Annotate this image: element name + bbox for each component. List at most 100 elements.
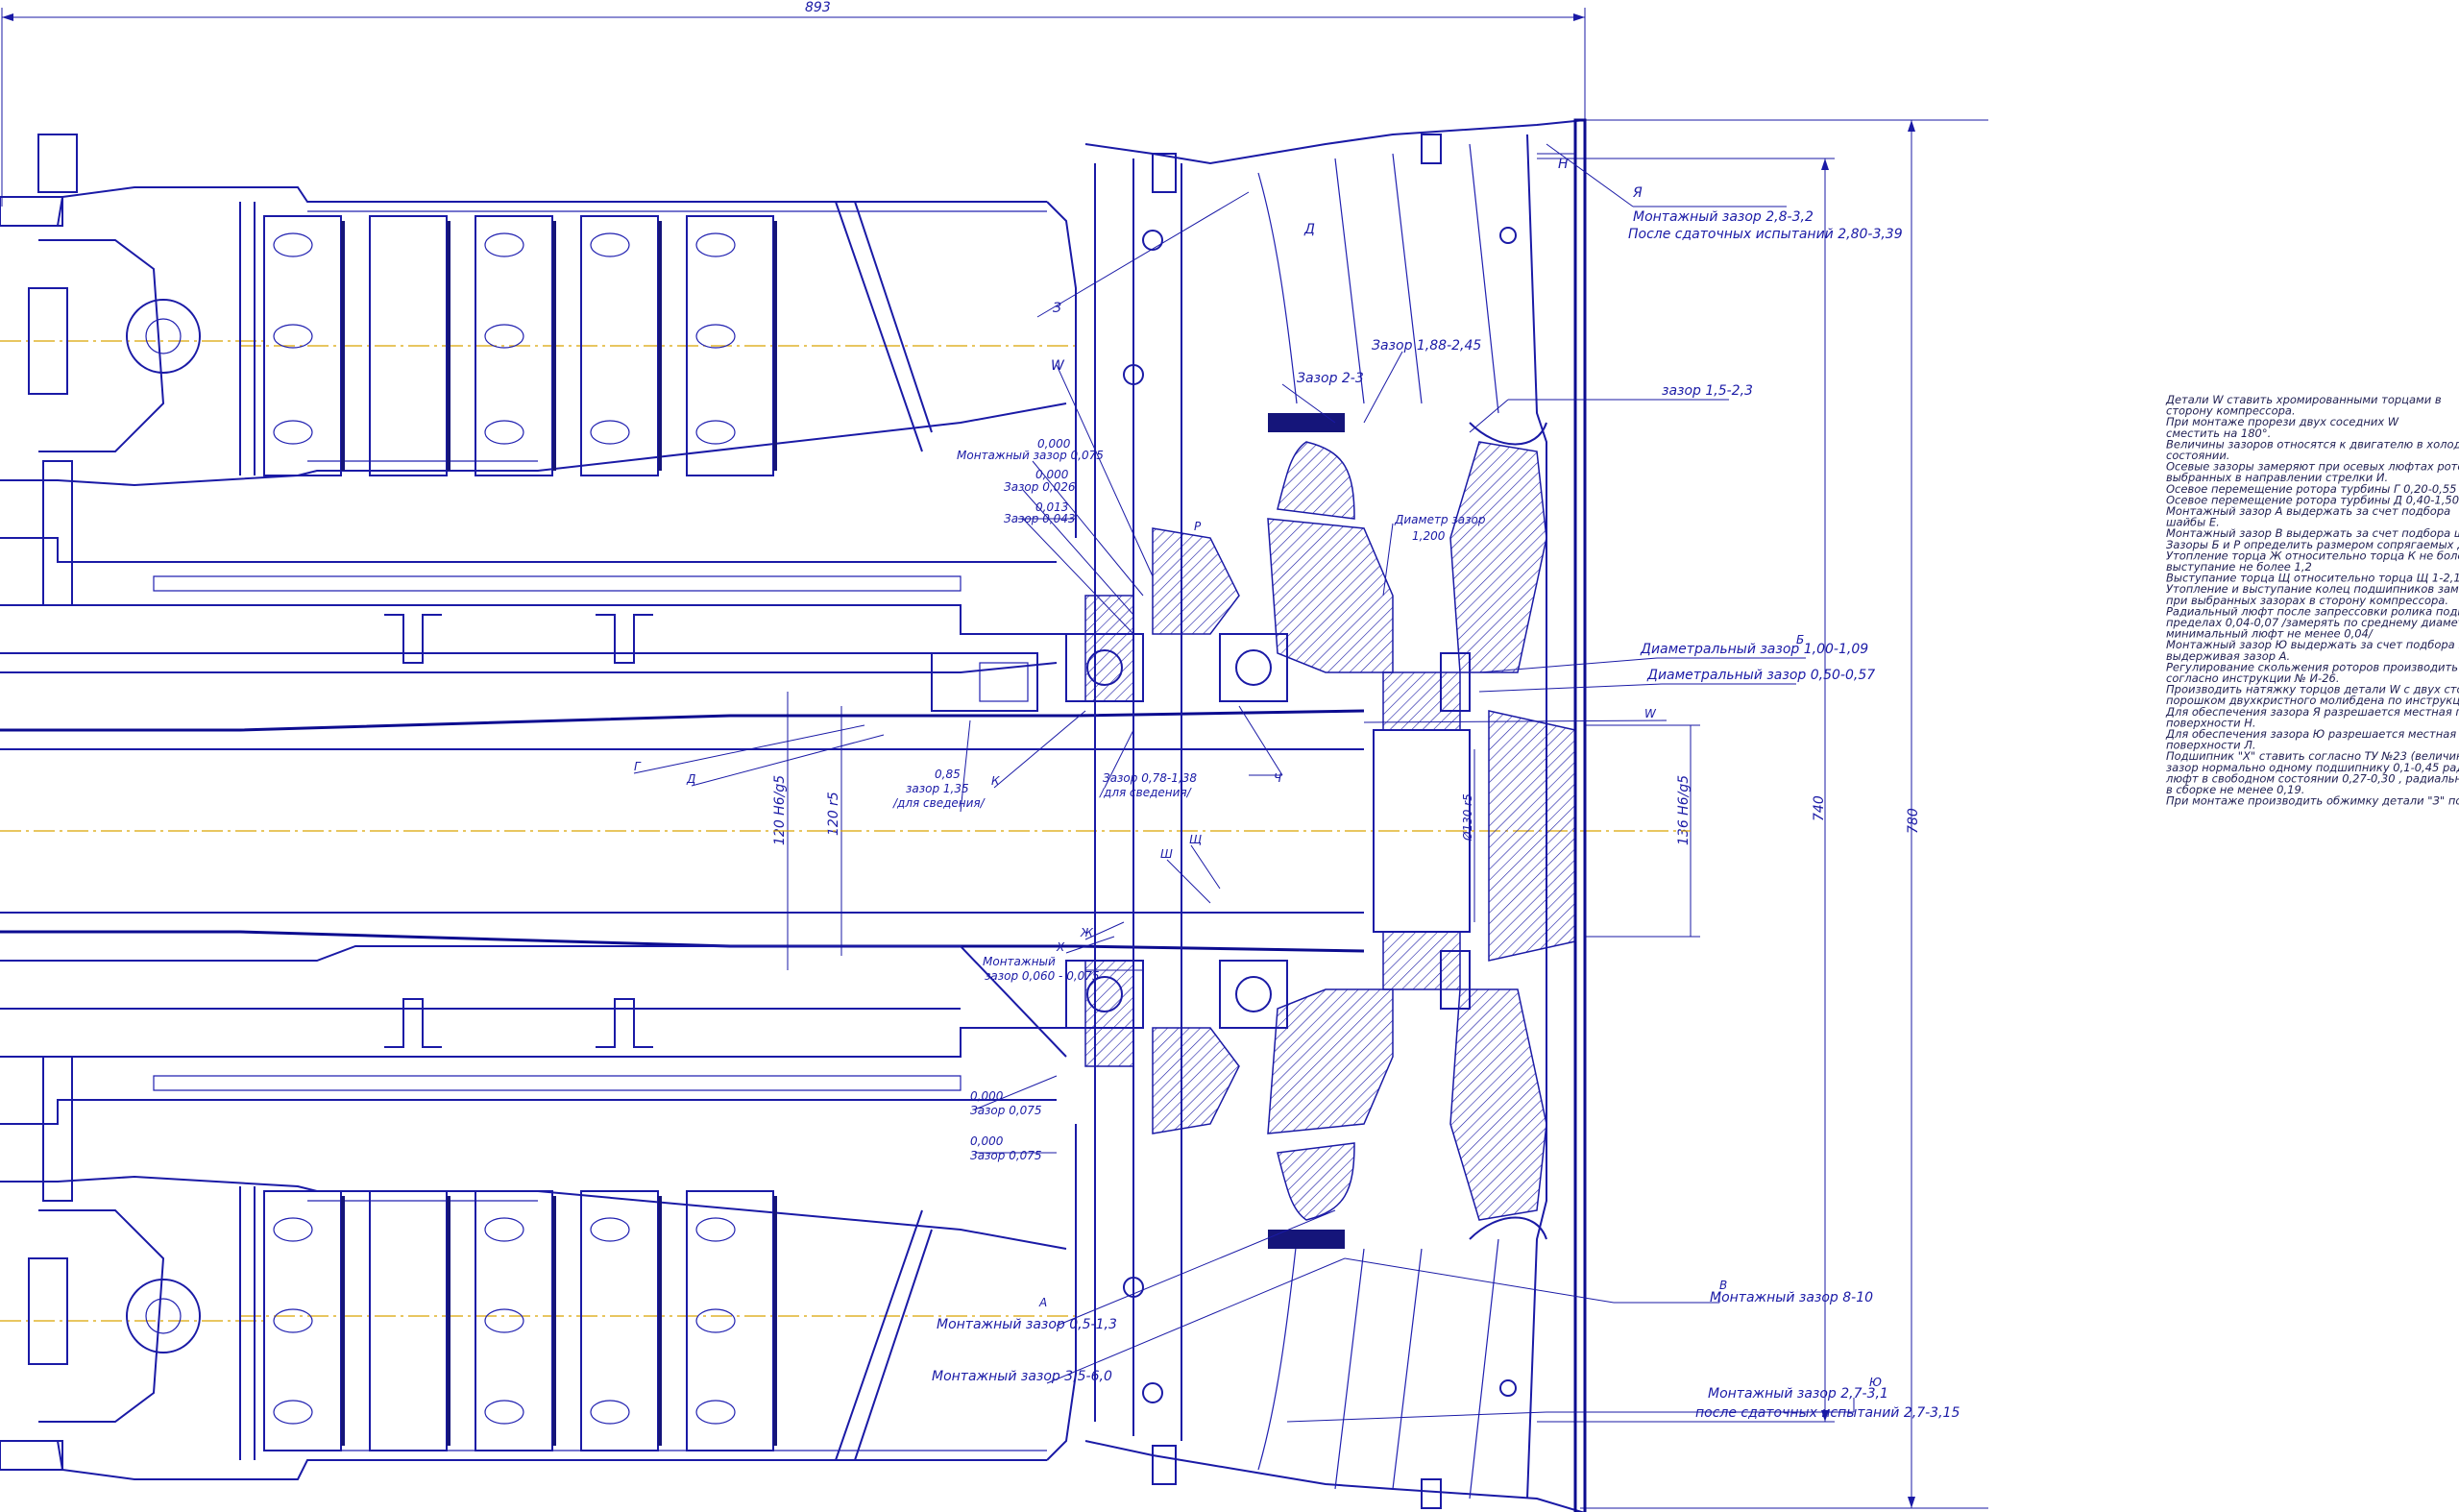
callout-labels: Монтажный зазор 2,8-3,2 После сдаточных … (634, 157, 1960, 1421)
callout-b-letter: Б (1796, 633, 1804, 646)
callout-v-letter: В (1719, 1279, 1727, 1292)
dim-height-flange: 740 (1812, 795, 1827, 821)
note-line: Осевое перемещение ротора турбины Г 0,20… (2166, 482, 2456, 496)
callout-yu-line1: Монтажный зазор 2,7-3,1 (1708, 1386, 1888, 1402)
callout-a-letter: А (1038, 1296, 1047, 1309)
combustion-chamber-upper (0, 134, 1077, 606)
turbine-section (1065, 118, 1587, 1512)
note-line: Утопление торца Ж относительно торца К н… (2166, 549, 2459, 562)
note-line: выступание не более 1,2 (2166, 560, 2312, 573)
note-line: минимальный люфт не менее 0,04/ (2166, 627, 2374, 641)
callout-w-top: W (1051, 358, 1065, 374)
callout-yu-letter: Ю (1869, 1376, 1882, 1389)
note-line: Зазоры Б и Р определить размером сопряга… (2166, 538, 2459, 551)
callout-diam-gap-label: Диаметр зазор (1394, 513, 1486, 526)
note-line: порошком двухкристного молибдена по инст… (2166, 694, 2459, 707)
callout-gap-2-3: Зазор 2-3 (1297, 371, 1364, 386)
note-line: Величины зазоров относятся к двигателю в… (2166, 437, 2459, 451)
note-line: зазор нормально одному подшипнику 0,1-0,… (2166, 761, 2459, 774)
callout-diam-gap-109: Диаметральный зазор 1,00-1,09 (1640, 642, 1868, 657)
note-line: в сборке не менее 0,19. (2166, 783, 2304, 796)
note-line: Для обеспечения зазора Я разрешается мес… (2165, 705, 2459, 719)
callout-d2-letter: Д (686, 772, 695, 786)
callout-gap-078-0: Зазор 0,78-1,38 (1103, 771, 1197, 785)
callout-gap-060-0: Монтажный (983, 955, 1056, 968)
note-line: Детали W ставить хромированными торцами … (2165, 393, 2442, 406)
note-line: люфт в свободном состоянии 0,27-0,30 , р… (2165, 771, 2459, 785)
note-line: поверхности Л. (2166, 739, 2256, 752)
dim-diam-disk: Ø130 r5 (1461, 793, 1474, 841)
note-line: Выступание торца Щ относительно торца Щ … (2166, 572, 2459, 585)
note-line: сместить на 180°. (2166, 427, 2271, 440)
callout-gap-8-10: Монтажный зазор 8-10 (1710, 1290, 1873, 1305)
callout-gap-low2-0: 0,000 (970, 1134, 1004, 1148)
note-line: сторону компрессора. (2166, 404, 2296, 418)
callout-gap-026-1: Зазор 0,026 (1004, 480, 1076, 494)
note-line: состоянии. (2166, 449, 2229, 462)
note-line: выдерживая зазор А. (2166, 649, 2290, 663)
callout-ch-letter: Ч (1274, 771, 1281, 785)
overall-length-dimension: 893 (1, 0, 1586, 207)
callout-k-letter: К (991, 774, 1000, 788)
note-line: Радиальный люфт после запрессовки ролика… (2166, 604, 2459, 618)
note-line: Производить натяжку торцов детали W с дв… (2166, 683, 2459, 696)
callout-sh-letter: Ш (1160, 847, 1173, 861)
callout-yu-line2: после сдаточных испытаний 2,7-3,15 (1695, 1405, 1960, 1421)
central-shaft (0, 537, 1365, 1125)
callout-gap-043-0: 0,013 (1035, 500, 1068, 514)
callout-gap-mount-0: 0,000 (1037, 437, 1071, 451)
callout-gap-35: Монтажный зазор 3,5-6,0 (932, 1369, 1112, 1384)
callout-leaders (633, 143, 1855, 1423)
note-line: Регулирование скольжения роторов произво… (2166, 660, 2458, 673)
technical-notes: Детали W ставить хромированными торцами … (2165, 393, 2459, 808)
callout-zh-letter: Ж (1080, 926, 1094, 939)
dim-overall-length: 893 (805, 0, 831, 15)
callout-d-letter: Д (1303, 222, 1315, 237)
callout-diam-gap-val: 1,200 (1412, 529, 1446, 543)
note-line: Монтажный зазор Ю выдержать за счет подб… (2166, 638, 2459, 651)
note-line: Для обеспечения зазора Ю разрешается мес… (2165, 727, 2459, 741)
note-line: Утопление и выступание колец подшипников… (2166, 582, 2459, 596)
callout-gap-1p5: зазор 1,5-2,3 (1662, 383, 1753, 399)
dim-diam-rotor: 136 H6/g5 (1676, 775, 1692, 845)
callout-gap-085-1: зазор 1,35 (906, 782, 969, 795)
callout-g-letter: Г (634, 760, 642, 773)
callout-gap-mount-1: Монтажный зазор 0,075 (957, 449, 1104, 462)
note-line: пределах 0,04-0,07 /замерять по среднему… (2166, 616, 2459, 629)
note-line: шайбы Е. (2166, 516, 2220, 529)
callout-gap-060-1: зазор 0,060 - 0,075 (985, 969, 1100, 983)
callout-x-letter: Х (1056, 940, 1065, 954)
callout-ya-line2: После сдаточных испытаний 2,80-3,39 (1628, 227, 1903, 242)
callout-n-letter: Н (1558, 157, 1569, 172)
note-line: при выбранных зазорах в сторону компресс… (2166, 594, 2448, 607)
callout-diam-gap-057: Диаметральный зазор 0,50-0,57 (1646, 668, 1875, 683)
height-dimensions: 780 740 136 H6/g5 120 H6/g5 120 r5 Ø130 … (772, 119, 1988, 1509)
dim-diam-inner: 120 r5 (826, 792, 841, 836)
callout-gap-085-0: 0,85 (935, 768, 961, 781)
callout-ya-line1: Монтажный зазор 2,8-3,2 (1633, 209, 1814, 225)
callout-gap-low2-1: Зазор 0,075 (970, 1149, 1042, 1162)
note-line: Осевые зазоры замеряют при осевых люфтах… (2166, 460, 2459, 474)
callout-sch-letter: Щ (1189, 833, 1202, 846)
callout-gap-085-2: /для сведения/ (892, 796, 986, 810)
note-line: При монтаже прорези двух соседних W (2166, 415, 2399, 428)
note-line: При монтаже производить обжимку детали "… (2166, 794, 2459, 808)
callout-gap-low1-0: 0,000 (970, 1089, 1004, 1103)
note-line: согласно инструкции № И-26. (2166, 671, 2340, 685)
note-line: Монтажный зазор В выдержать за счет подб… (2166, 526, 2459, 540)
callout-gap-026-0: 0,000 (1035, 468, 1069, 481)
dim-height-total: 780 (1906, 808, 1921, 834)
callout-gap-low1-1: Зазор 0,075 (970, 1104, 1042, 1117)
note-line: выбранных в направлении стрелки И. (2166, 471, 2388, 484)
callout-gap-1p88: Зазор 1,88-2,45 (1372, 338, 1481, 354)
combustion-chamber-lower (0, 1056, 1077, 1480)
callout-z-letter: З (1053, 301, 1061, 316)
note-line: поверхности Н. (2166, 716, 2256, 729)
callout-p-letter: Р (1194, 520, 1202, 533)
note-line: Монтажный зазор А выдержать за счет подб… (2166, 504, 2450, 518)
callout-ya-mark: Я (1632, 185, 1643, 201)
note-line: Осевое перемещение ротора турбины Д 0,40… (2166, 493, 2459, 506)
callout-w-mid: W (1644, 707, 1657, 720)
callout-gap-043-1: Зазор 0,043 (1004, 512, 1076, 525)
